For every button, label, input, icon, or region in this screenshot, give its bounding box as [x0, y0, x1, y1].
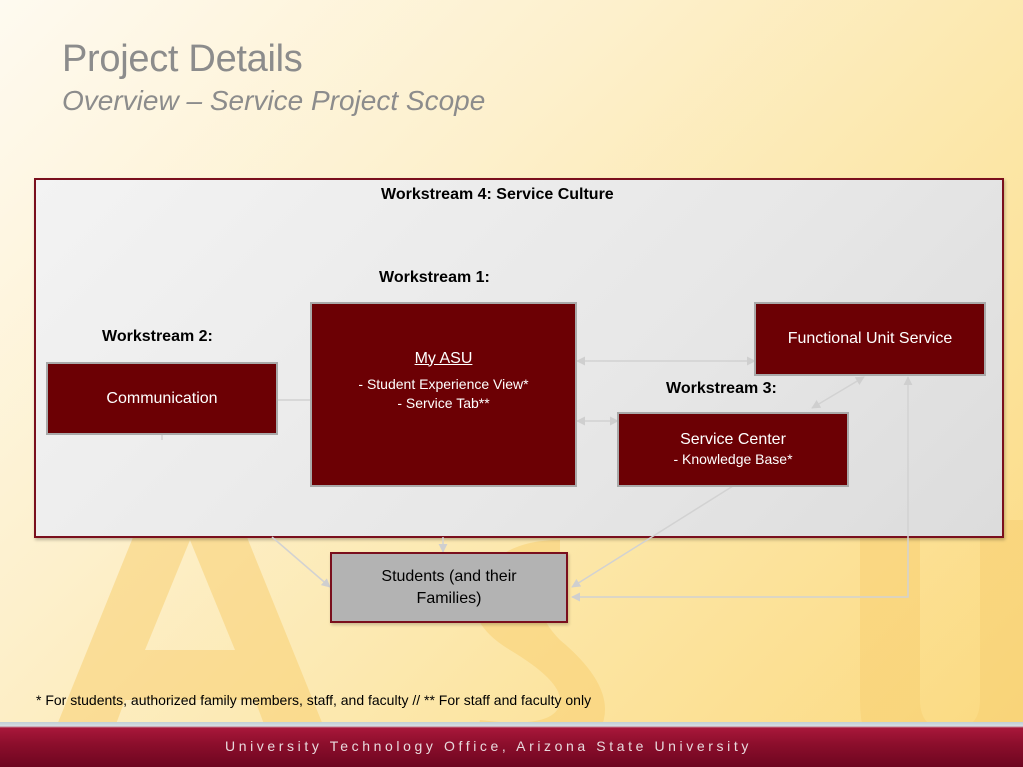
- workstream-2-label: Workstream 2:: [102, 328, 213, 345]
- footnote: * For students, authorized family member…: [36, 692, 592, 708]
- communication-label: Communication: [106, 389, 218, 407]
- students-families-box[interactable]: Students (and their Families): [330, 552, 568, 623]
- workstream-3-label: Workstream 3:: [666, 380, 777, 397]
- footer-band: [0, 722, 1023, 767]
- footer-text: University Technology Office, Arizona St…: [225, 738, 752, 754]
- workstream-4-label: Workstream 4: Service Culture: [381, 186, 614, 203]
- page-title: Project Details: [62, 38, 303, 80]
- workstream-1-label: Workstream 1:: [379, 269, 490, 286]
- students-families-label: Students (and their Families): [381, 567, 517, 607]
- functional-unit-service-box[interactable]: Functional Unit Service: [754, 302, 986, 376]
- functional-unit-service-label: Functional Unit Service: [787, 330, 953, 347]
- my-asu-box[interactable]: My ASU - Student Experience View* - Serv…: [310, 302, 577, 487]
- connector-communication-students: [271, 536, 331, 588]
- service-center-knowledge-base: - Knowledge Base*: [673, 451, 793, 467]
- service-center-title: Service Center: [680, 431, 786, 448]
- communication-box[interactable]: Communication: [46, 362, 278, 435]
- page-subtitle: Overview – Service Project Scope: [62, 85, 486, 116]
- my-asu-student-experience: - Student Experience View*: [358, 375, 529, 392]
- service-center-box[interactable]: Service Center - Knowledge Base*: [617, 412, 849, 487]
- my-asu-service-tab: - Service Tab**: [397, 394, 490, 411]
- my-asu-title[interactable]: My ASU: [414, 349, 473, 367]
